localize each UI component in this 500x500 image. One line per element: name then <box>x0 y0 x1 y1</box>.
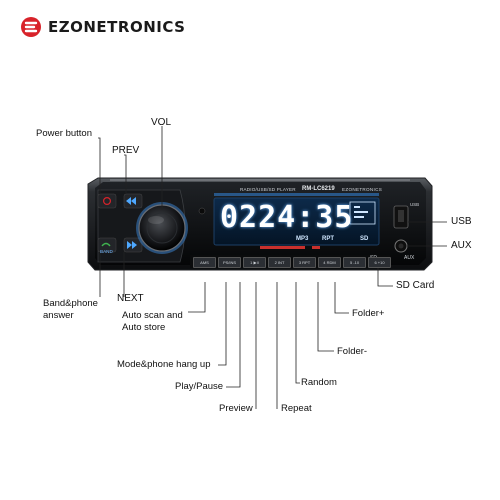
label-aux: AUX <box>451 240 472 251</box>
label-usb: USB <box>451 216 472 227</box>
device-subtitle: RADIO/USB/SD PLAYER <box>240 187 296 192</box>
brand-header: EZONETRONICS <box>20 16 185 38</box>
label-auto-scan-line1: Auto scan and <box>122 310 183 321</box>
label-band-phone-line2: answer <box>43 310 74 321</box>
brand-logo-icon <box>21 17 41 37</box>
usb-port-label: USB <box>410 202 420 207</box>
device-model: RM-LC6219 <box>302 186 335 192</box>
label-play-pause: Play/Pause <box>175 381 224 392</box>
play-pause-button[interactable]: 1 ▶II <box>243 257 266 268</box>
label-auto-scan-line2: Auto store <box>122 322 166 333</box>
device-logo-text: EZONETRONICS <box>342 187 383 192</box>
mode-button[interactable]: PS/INS <box>218 257 241 268</box>
label-sd-card: SD Card <box>396 280 435 291</box>
label-folder-plus: Folder+ <box>352 308 385 319</box>
volume-knob <box>138 204 186 252</box>
label-mode-phone-hang-up: Mode&phone hang up <box>117 359 211 370</box>
label-band-phone-line1: Band&phone <box>43 298 98 309</box>
repeat-button[interactable]: 3 RPT <box>293 257 316 268</box>
brand-name: EZONETRONICS <box>48 18 186 36</box>
power-button <box>97 193 117 209</box>
label-vol: VOL <box>151 117 172 128</box>
band-button <box>97 237 117 253</box>
aux-jack-label: AUX <box>404 255 415 261</box>
label-preview: Preview <box>219 403 253 414</box>
band-button-label: BAND <box>100 249 113 254</box>
label-folder-minus: Folder- <box>337 346 368 357</box>
label-random: Random <box>301 377 337 388</box>
label-next: NEXT <box>117 293 144 304</box>
folder-plus-button[interactable]: 6 +10 <box>368 257 391 268</box>
ams-button[interactable]: AMS <box>193 257 216 268</box>
lcd-tag-rpt: RPT <box>322 236 334 242</box>
label-repeat: Repeat <box>281 403 312 414</box>
random-button[interactable]: 4 RDM <box>318 257 341 268</box>
folder-minus-button[interactable]: 5 -10 <box>343 257 366 268</box>
preview-button[interactable]: 2 INT <box>268 257 291 268</box>
label-power-button: Power button <box>36 128 92 139</box>
preset-button-row: AMS PS/INS 1 ▶II 2 INT 3 RPT 4 RDM 5 -10… <box>193 257 391 268</box>
lcd-tag-mp3: MP3 <box>296 236 309 242</box>
lcd-digits: 0224:35 <box>220 200 354 235</box>
label-prev: PREV <box>112 145 140 156</box>
lcd-tag-sd: SD <box>360 236 369 242</box>
